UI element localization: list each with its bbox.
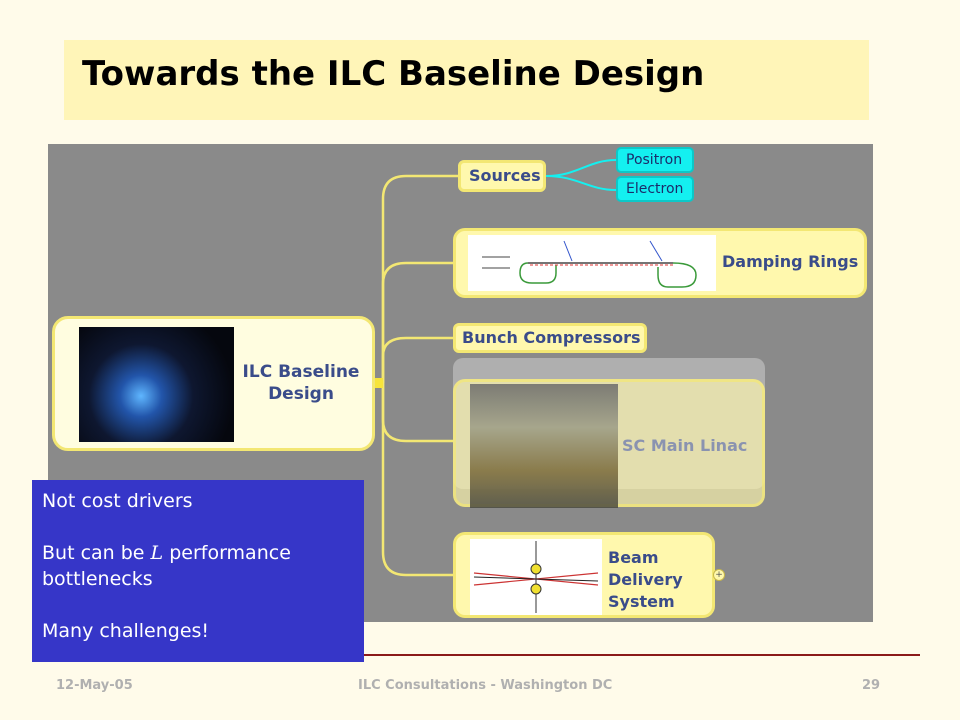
leaf-positron[interactable]: Positron [616,147,694,173]
note-line-2-pre: But can be [42,542,151,564]
root-connector-dot [375,378,383,388]
note-line-3: Many challenges! [42,618,354,644]
connector-bunch [383,338,453,383]
cavity-photo [79,327,234,442]
root-label: ILC Baseline Design [241,361,361,405]
sources-label: Sources [469,166,541,185]
connector-linac [383,383,453,441]
footer-page-number: 29 [862,678,880,693]
linac-photo [470,384,618,508]
note-line-2: But can be L performance bottlenecks [42,540,354,592]
damping-ring-diagram [468,235,716,291]
note-line-1: Not cost drivers [42,488,354,514]
footer-rule [364,654,920,656]
expand-plus-icon[interactable]: + [713,569,725,581]
node-ilc-baseline-design[interactable]: ILC Baseline Design [52,316,375,451]
node-beam-delivery-system[interactable]: Beam Delivery System [453,532,715,618]
beam-delivery-label: Beam Delivery System [608,547,708,613]
node-sc-main-linac[interactable]: SC Main Linac [453,379,765,507]
beam-delivery-sketch [470,539,602,615]
leaf-electron[interactable]: Electron [616,176,694,202]
connector-damping [383,263,453,383]
bunch-compressors-label: Bunch Compressors [462,328,640,347]
footer-title: ILC Consultations - Washington DC [358,678,612,693]
damping-ring-sketch [468,235,716,291]
node-sources[interactable]: Sources [458,160,546,192]
damping-rings-label: Damping Rings [722,252,858,271]
connector-electron [546,176,616,190]
footer-date: 12-May-05 [56,678,133,693]
callout-box: Not cost drivers But can be L performanc… [32,480,364,662]
interaction-region-diagram [470,539,602,615]
node-bunch-compressors[interactable]: Bunch Compressors [453,323,647,353]
luminosity-symbol: L [151,542,164,564]
title-banner: Towards the ILC Baseline Design [64,40,869,120]
main-linac-label: SC Main Linac [622,436,747,455]
connector-sources [383,176,458,383]
node-damping-rings[interactable]: Damping Rings [453,228,867,298]
connector-bds [383,383,453,575]
connector-positron [546,160,616,176]
slide-title: Towards the ILC Baseline Design [82,54,704,94]
